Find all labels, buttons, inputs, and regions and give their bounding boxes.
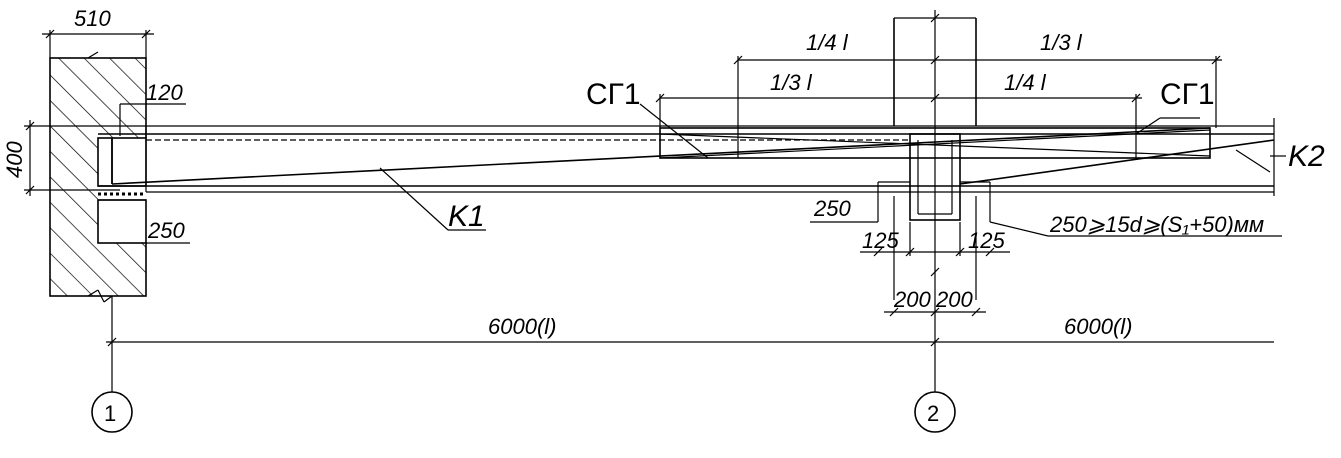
dim-beam-height: 400 [2, 120, 1274, 196]
dim-support-250: 250 [813, 196, 851, 221]
dim-support-125-right: 125 [968, 228, 1005, 253]
dim-formula: 250⩾15d⩾(S₁+50)мм [1049, 212, 1264, 237]
axis-lines [111, 10, 940, 392]
dim-col-200-right: 200 [935, 287, 973, 312]
brick-wall [49, 57, 148, 297]
dim-third-left: 1/3 l [770, 70, 813, 95]
rebar-k2: K2 [959, 139, 1325, 185]
dim-quarter-right: 1/4 l [1004, 70, 1047, 95]
axis-marker-1: 1 [91, 391, 133, 433]
axis-2-label: 2 [927, 401, 939, 426]
dim-wall-width-text: 510 [74, 6, 111, 31]
dim-span-left: 6000(l) [488, 314, 556, 339]
dim-span-right: 6000(l) [1064, 314, 1132, 339]
dim-col-200-left: 200 [893, 287, 931, 312]
axis-1-label: 1 [104, 401, 116, 426]
dim-support-125-left: 125 [862, 228, 899, 253]
label-k1: K1 [448, 200, 485, 233]
dim-span: 6000(l) 6000(l) [106, 314, 1274, 347]
dim-quarter-left: 1/4 l [806, 30, 849, 55]
dim-beam-height-text: 400 [2, 141, 27, 178]
label-k2: K2 [1288, 140, 1325, 173]
dim-support: 250 125 125 250⩾15d⩾(S₁+50)мм 200 200 [810, 196, 1282, 317]
label-sg1-left: СГ1 [586, 78, 641, 111]
dim-pad-height-text: 250 [147, 218, 185, 243]
rebar-k1: K1 [111, 127, 1211, 233]
dim-bearing-depth-text: 120 [146, 80, 183, 105]
dim-pad-height: 250 [146, 218, 190, 244]
dim-bearing-depth: 120 [119, 80, 186, 136]
top-bars-sg1: СГ1 СГ1 [586, 78, 1215, 159]
dim-chain-top: 1/4 l 1/3 l 1/3 l 1/4 l [655, 30, 1222, 128]
dim-third-right: 1/3 l [1040, 30, 1083, 55]
label-sg1-right: СГ1 [1160, 78, 1215, 111]
axis-marker-2: 2 [914, 391, 956, 433]
dim-wall-width: 510 [42, 6, 154, 39]
